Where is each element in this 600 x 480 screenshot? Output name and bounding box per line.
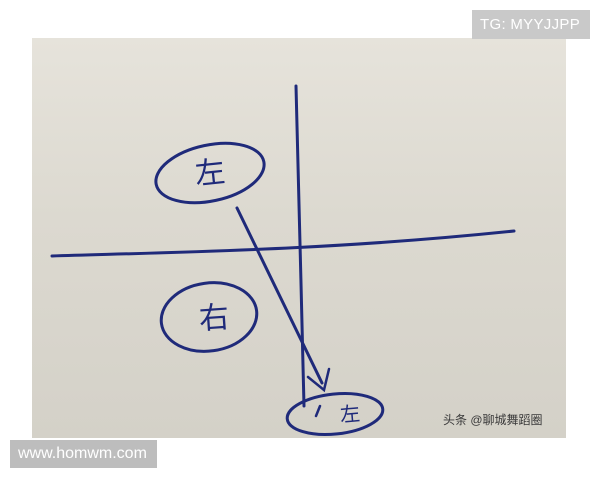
lower-left-circle [159,281,259,353]
source-credit-label: 头条 @聊城舞蹈圈 [443,413,543,427]
hand-drawn-diagram: 左 右 左 [50,84,516,437]
arrowhead-icon [306,367,331,393]
telegram-handle-badge: TG: MYYJJPP [472,10,590,39]
upper-left-circle-character: 左 [193,155,226,193]
upper-left-circle [154,141,266,205]
bottom-circle [285,391,385,437]
website-watermark: www.homwm.com [10,440,157,468]
vertical-axis-line [294,84,306,408]
bottom-circle-dash-mark [314,404,322,418]
paper-photo: 左 右 左 [32,38,566,438]
horizontal-axis-line [50,229,516,258]
lower-left-circle-character: 右 [198,300,230,337]
bottom-circle-character: 左 [339,401,361,427]
diagonal-arrow-line [235,206,324,385]
